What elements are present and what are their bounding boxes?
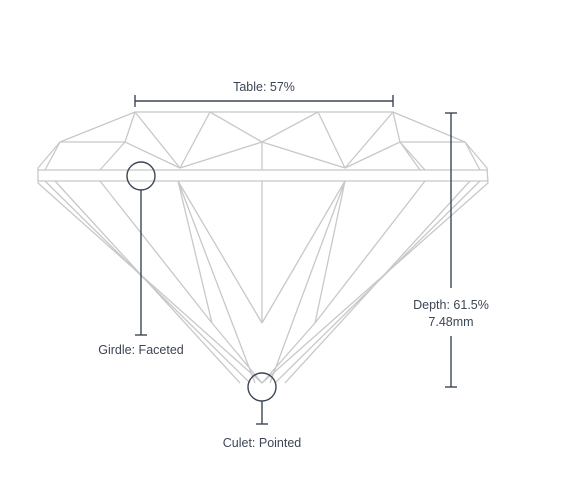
diamond-profile [37,111,489,384]
depth-mm-label: 7.48mm [428,315,473,329]
annotations [126,95,457,425]
culet-label: Culet: Pointed [223,436,302,450]
culet-callout-circle [247,372,277,402]
girdle-callout-circle [126,161,156,191]
diamond-outline [37,111,489,384]
pavilion-facets [44,180,481,384]
girdle-label: Girdle: Faceted [98,343,184,357]
depth-percent-label: Depth: 61.5% [413,298,489,312]
table-label: Table: 57% [233,80,295,94]
crown-facets [44,111,481,171]
